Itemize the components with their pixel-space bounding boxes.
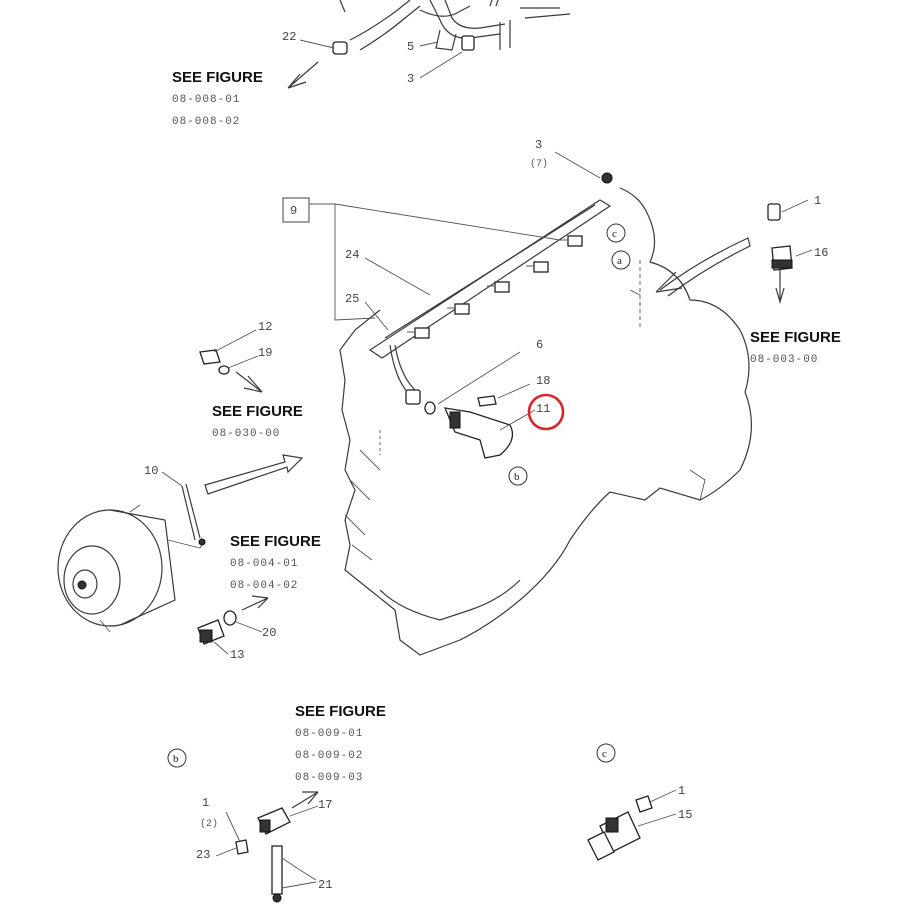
callout-20: 20 <box>262 626 276 640</box>
ref-08-003-00: 08-003-00 <box>750 354 818 366</box>
leader-25 <box>364 301 389 331</box>
ref-08-030-00: 08-030-00 <box>212 428 280 440</box>
qty-3-mid: (7) <box>530 158 548 170</box>
callout-17: 17 <box>318 798 332 812</box>
see-figure-bottom: SEE FIGURE <box>295 703 386 720</box>
sensor-part-13 <box>197 595 269 655</box>
highlight-circle-11 <box>527 393 565 431</box>
callout-21: 21 <box>318 878 332 892</box>
see-figure-top-left: SEE FIGURE <box>172 69 263 86</box>
callout-3-top: 3 <box>407 72 414 86</box>
callout-11: 11 <box>536 402 550 416</box>
marker-c-detail <box>596 743 616 763</box>
marker-b-engine-label: b <box>514 471 520 483</box>
marker-c-engine <box>606 223 626 243</box>
marker-c-detail-label: c <box>602 748 607 760</box>
callout-13: 13 <box>230 648 244 662</box>
sensor-part-17 <box>215 791 319 903</box>
see-figure-right: SEE FIGURE <box>750 329 841 346</box>
ref-08-004-01: 08-004-01 <box>230 558 298 570</box>
callout-1-bottom: 1 <box>202 796 209 810</box>
callout-18: 18 <box>536 374 550 388</box>
callout-1-c: 1 <box>678 784 685 798</box>
marker-c-engine-label: c <box>612 228 617 240</box>
see-figure-mid-left: SEE FIGURE <box>212 403 303 420</box>
arrow-right <box>659 237 751 297</box>
callout-3-mid: 3 <box>535 138 542 152</box>
callout-12: 12 <box>258 320 272 334</box>
ref-08-004-02: 08-004-02 <box>230 580 298 592</box>
leader-9 <box>309 203 561 321</box>
callout-24: 24 <box>345 248 359 262</box>
callout-9: 9 <box>290 204 297 218</box>
ref-08-009-03: 08-009-03 <box>295 772 363 784</box>
ref-08-008-02: 08-008-02 <box>172 116 240 128</box>
sensor-part-16 <box>767 199 813 305</box>
leader-3-mid <box>554 151 601 179</box>
callout-15: 15 <box>678 808 692 822</box>
ref-08-009-01: 08-009-01 <box>295 728 363 740</box>
callout-box-9 <box>282 197 310 223</box>
callout-5: 5 <box>407 40 414 54</box>
marker-b-engine <box>508 466 528 486</box>
ref-08-009-02: 08-009-02 <box>295 750 363 762</box>
callout-25: 25 <box>345 292 359 306</box>
marker-a-label: a <box>617 255 622 267</box>
sensor-part-11 <box>424 351 536 459</box>
marker-a <box>611 250 631 270</box>
engine-block <box>339 187 752 656</box>
callout-19: 19 <box>258 346 272 360</box>
callout-22: 22 <box>282 30 296 44</box>
leader-24 <box>364 257 431 296</box>
callout-10: 10 <box>144 464 158 478</box>
qty-1-bottom: (2) <box>200 818 218 830</box>
marker-b-detail <box>167 748 187 768</box>
sensor-part-15 <box>587 789 677 861</box>
callout-16: 16 <box>814 246 828 260</box>
top-pipe-assembly <box>299 0 571 79</box>
arrow-right-head <box>655 271 683 293</box>
ref-08-008-01: 08-008-01 <box>172 94 240 106</box>
callout-6: 6 <box>536 338 543 352</box>
alternator <box>57 454 304 633</box>
callout-23: 23 <box>196 848 210 862</box>
callout-1-right: 1 <box>814 194 821 208</box>
see-figure-alternator: SEE FIGURE <box>230 533 321 550</box>
sensor-part-12 <box>199 329 263 393</box>
wire-harness <box>368 172 613 405</box>
marker-b-detail-label: b <box>173 753 179 765</box>
arrow-top-left <box>287 61 319 89</box>
